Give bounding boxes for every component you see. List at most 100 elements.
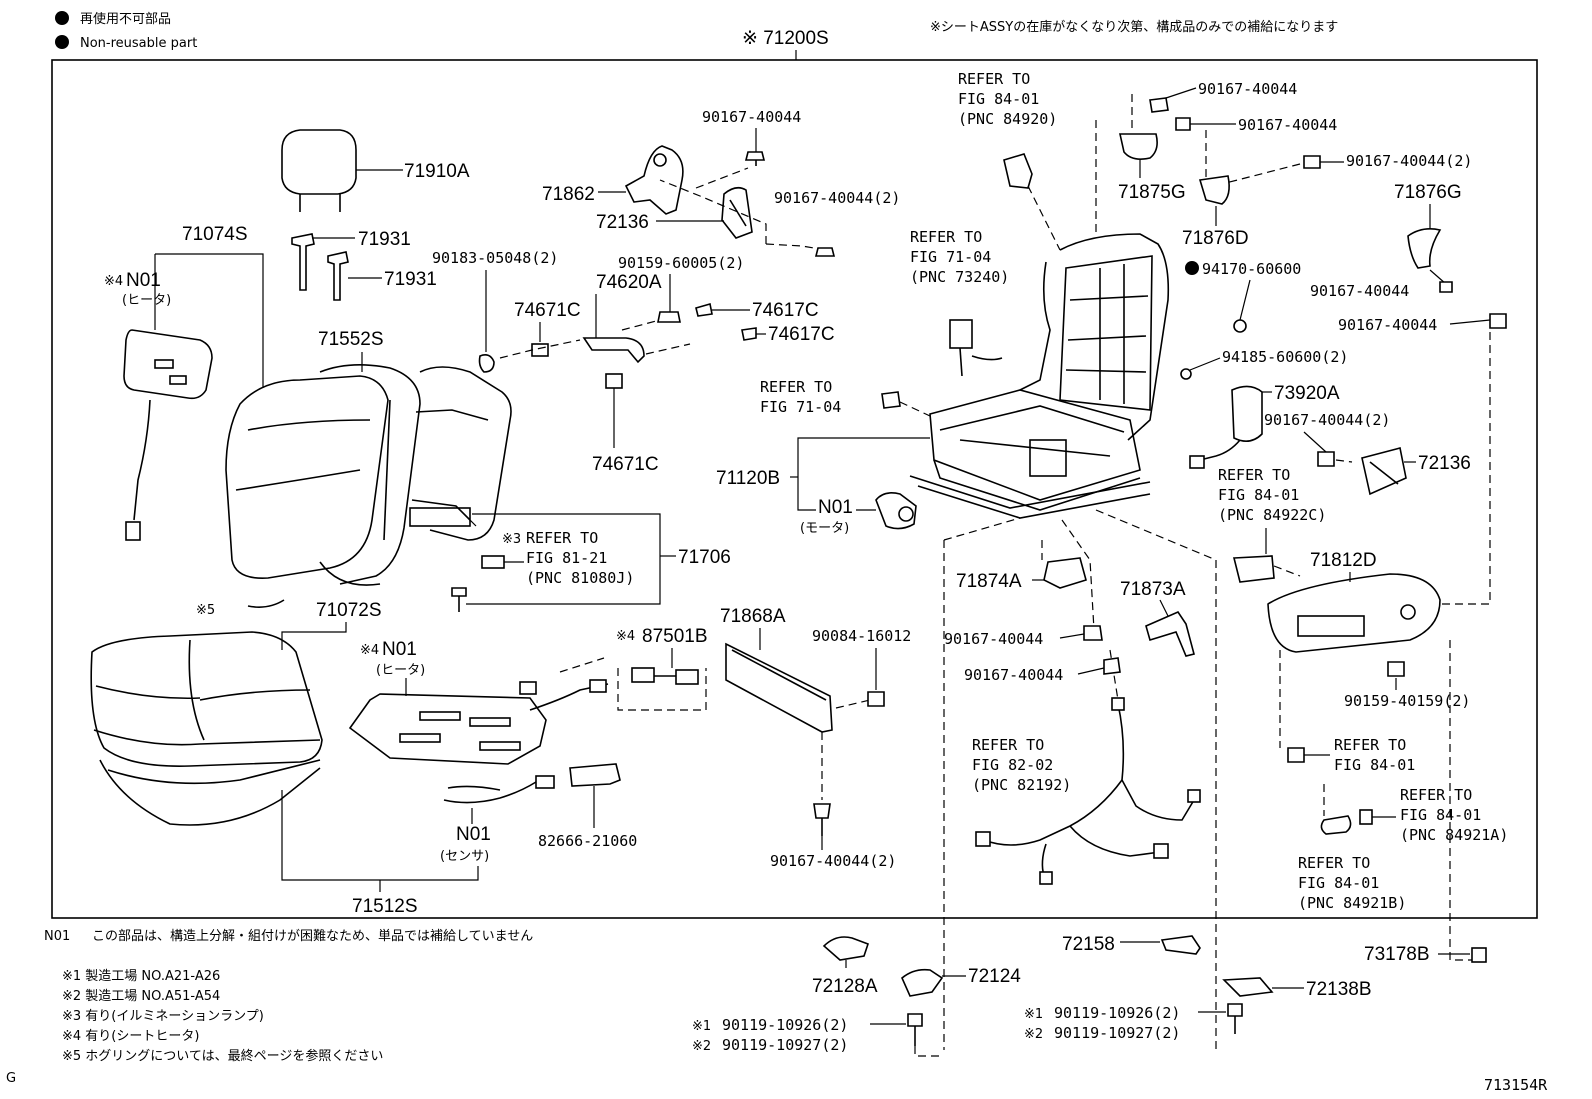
label-71074S-mark: ※4 bbox=[104, 274, 123, 289]
bolt-90119-left-drawing bbox=[870, 1013, 944, 1057]
legend-en: Non-reusable part bbox=[80, 36, 197, 51]
bolt-r1-mark: ※1 bbox=[1024, 1007, 1043, 1022]
note-n01-code: N01 bbox=[44, 929, 70, 944]
bolt-90167-top-1 bbox=[744, 151, 766, 166]
cover-71876G-drawing bbox=[1407, 204, 1442, 269]
label-sensor: (センサ) bbox=[440, 849, 489, 864]
ref-84920-b: FIG 84-01 bbox=[958, 90, 1039, 108]
label-71862: 71862 bbox=[542, 184, 595, 205]
label-71512S: 71512S bbox=[352, 896, 418, 917]
label-90159-60005: 90159-60005(2) bbox=[618, 254, 744, 272]
label-71875G: 71875G bbox=[1118, 182, 1186, 203]
cover-74617C-b-drawing bbox=[741, 327, 766, 341]
label-71873A: 71873A bbox=[1120, 579, 1186, 600]
seatback-cover-drawing bbox=[225, 364, 421, 586]
label-71706-refer: REFER TO bbox=[526, 529, 598, 547]
label-71706: 71706 bbox=[678, 547, 731, 568]
headrest-drawing bbox=[281, 129, 403, 212]
note-n01-text: この部品は、構造上分解・組付けが困難なため、単品では補給していません bbox=[92, 928, 533, 944]
label-71072S-mark: ※4 bbox=[360, 643, 379, 658]
bolt-90167-bottom-mid-drawing bbox=[813, 803, 831, 850]
label-90167-r3: 90167-40044(2) bbox=[1346, 152, 1472, 170]
motor-text: (モータ) bbox=[800, 521, 849, 536]
screw-90159-60005 bbox=[657, 311, 681, 323]
label-71706-fig: FIG 81-21 bbox=[526, 549, 607, 567]
ref-7104-a: REFER TO bbox=[760, 378, 832, 396]
cover-72124-drawing bbox=[901, 968, 966, 997]
reclining-cover-drawing bbox=[1003, 153, 1061, 251]
label-74617C-a: 74617C bbox=[752, 300, 819, 321]
label-hog-ring-mark: ※5 bbox=[196, 603, 215, 618]
bolt-l2: 90119-10927(2) bbox=[722, 1036, 848, 1054]
bolt-90167-r5 bbox=[1449, 313, 1507, 329]
label-71876G: 71876G bbox=[1394, 182, 1462, 203]
bolt-90167-r1 bbox=[1149, 87, 1197, 113]
label-90167-bottom-mid: 90167-40044(2) bbox=[770, 852, 896, 870]
figure-id: 713154R bbox=[1484, 1076, 1548, 1094]
bolt-90084-drawing bbox=[867, 691, 885, 707]
label-90167-top-1: 90167-40044 bbox=[702, 108, 801, 126]
ref-84921B-b: FIG 84-01 bbox=[1298, 874, 1379, 892]
ref-73240-b: FIG 71-04 bbox=[910, 248, 991, 266]
non-reusable-dot-94170 bbox=[1185, 261, 1199, 275]
note-m2: ※2 製造工場 NO.A51-A54 bbox=[62, 989, 220, 1004]
bolt-l2-mark: ※2 bbox=[692, 1039, 711, 1054]
label-74617C-b: 74617C bbox=[768, 324, 835, 345]
assembly-code: ※ 71200S bbox=[742, 28, 829, 49]
bolt-r2-mark: ※2 bbox=[1024, 1027, 1043, 1042]
label-71910A: 71910A bbox=[404, 161, 470, 182]
legend: 再使用不可部品 Non-reusable part bbox=[55, 11, 197, 51]
cover-72128A-drawing bbox=[822, 936, 870, 968]
bolt-90167-r2 bbox=[1175, 117, 1236, 131]
ref-82192-b: FIG 82-02 bbox=[972, 756, 1053, 774]
label-73178B: 73178B bbox=[1364, 944, 1430, 965]
lamp-81080J-drawing bbox=[481, 555, 524, 569]
footer-left-mark: G bbox=[6, 1071, 16, 1086]
ref-84921A-c: (PNC 84921A) bbox=[1400, 826, 1508, 844]
headrest-support-drawing bbox=[291, 233, 382, 301]
bolt-90167-c2 bbox=[1077, 657, 1121, 675]
label-71120B: 71120B bbox=[716, 468, 780, 489]
bolt-r1: 90119-10926(2) bbox=[1054, 1004, 1180, 1022]
motor-n01: N01 bbox=[818, 497, 853, 518]
clip-90183-drawing bbox=[478, 354, 495, 373]
bracket-71874A-drawing bbox=[1032, 557, 1087, 589]
screw-90159-40159 bbox=[1387, 661, 1405, 690]
screw-refer-8401 bbox=[1287, 747, 1330, 763]
bolt-l1-mark: ※1 bbox=[692, 1019, 711, 1034]
ref-8401-b: FIG 84-01 bbox=[1334, 756, 1415, 774]
bolt-90167-c1 bbox=[1059, 625, 1103, 641]
label-90167-r5: 90167-40044 bbox=[1338, 316, 1437, 334]
cover-71876D-drawing bbox=[1198, 175, 1230, 226]
note-m5: ※5 ホグリングについては、最終ページを参照ください bbox=[62, 1048, 383, 1064]
cover-74671C-b-drawing bbox=[605, 373, 623, 448]
label-71868A: 71868A bbox=[720, 606, 786, 627]
label-sensor-n01: N01 bbox=[456, 824, 491, 845]
note-m1: ※1 製造工場 NO.A21-A26 bbox=[62, 969, 220, 984]
ref-84921A-b: FIG 84-01 bbox=[1400, 806, 1481, 824]
label-72138B: 72138B bbox=[1306, 979, 1372, 1000]
label-71072S-heater: (ヒータ) bbox=[376, 663, 425, 678]
ref-73240-a: REFER TO bbox=[910, 228, 982, 246]
ref-84921A-a: REFER TO bbox=[1400, 786, 1472, 804]
cover-71875G-drawing bbox=[1119, 133, 1158, 178]
cover-72138B-drawing bbox=[1222, 977, 1304, 997]
motor-drawing bbox=[856, 492, 917, 530]
label-90167-r4: 90167-40044 bbox=[1310, 282, 1409, 300]
label-71706-mark: ※3 bbox=[502, 532, 521, 547]
bracket-72136-top-drawing bbox=[721, 186, 753, 239]
bracket-71873A-drawing bbox=[1145, 599, 1195, 657]
label-71552S: 71552S bbox=[318, 329, 384, 350]
wire-harness-drawing bbox=[975, 697, 1201, 885]
assembly-frame bbox=[51, 59, 1538, 919]
nut-94185-drawing bbox=[1180, 357, 1221, 380]
label-90167-c1: 90167-40044 bbox=[944, 630, 1043, 648]
bolt-90167-r4 bbox=[1429, 269, 1453, 293]
label-94170: 94170-60600 bbox=[1202, 260, 1301, 278]
label-74620A: 74620A bbox=[596, 272, 662, 293]
switch-87501B-drawing bbox=[631, 667, 699, 685]
ref-82192-c: (PNC 82192) bbox=[972, 776, 1071, 794]
label-73920A: 73920A bbox=[1274, 383, 1340, 404]
label-71876D: 71876D bbox=[1182, 228, 1249, 249]
note-m3: ※3 有り(イルミネーションランプ) bbox=[62, 1009, 264, 1024]
